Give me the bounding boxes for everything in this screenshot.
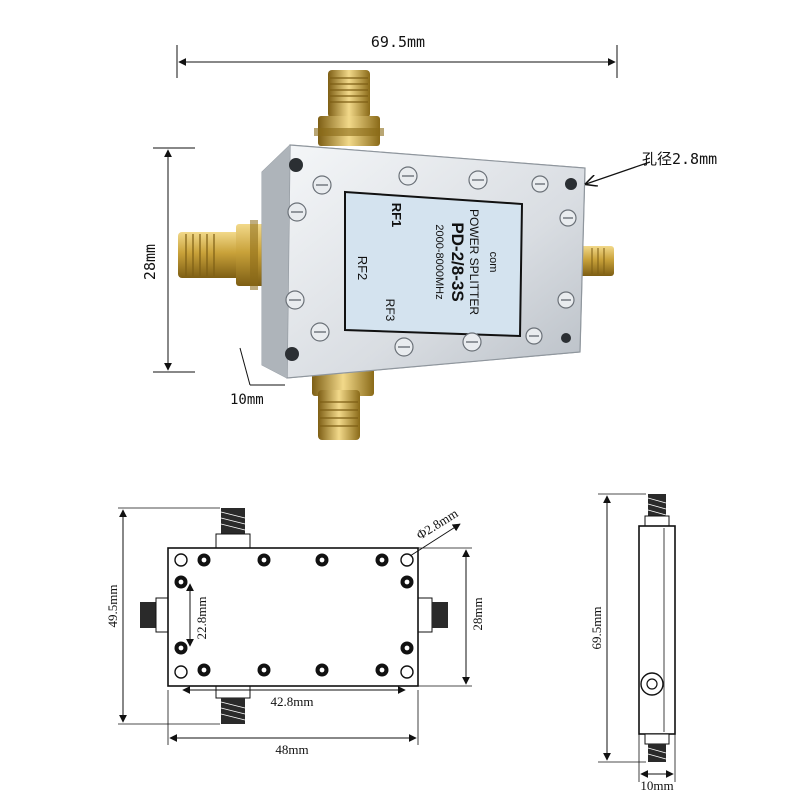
plate-freq: 2000-8000MHz [433,224,445,299]
top-view-connector-bottom [215,685,251,724]
plate-rf2: RF2 [355,256,370,281]
photo-label-plate: POWER SPLITTER PD-2/8-3S 2000-8000MHz co… [344,190,524,338]
top-view-hole-spacing-v-dimension: 22.8mm [186,583,209,647]
side-view-body [638,525,676,735]
top-view-hole-spacing-v-label: 22.8mm [194,597,209,640]
side-view: 69.5mm 10mm [589,493,676,793]
side-view-length-dimension: 69.5mm [589,493,646,763]
side-view-length-label: 69.5mm [589,607,604,650]
top-view: 49.5mm 22.8mm 28mm 42.8mm 48mm [105,505,485,757]
top-view-body [167,547,419,687]
photo-connector-bottom [312,366,374,440]
top-view-connector-right [417,597,448,633]
top-view-outer-height-dimension: 49.5mm [105,507,220,725]
photo-height-label: 28mm [141,244,159,280]
top-view-hole-diameter-label: Φ2.8mm [414,505,461,542]
side-view-port [640,672,664,696]
photo-connector-top [314,70,384,146]
plate-rf3: RF3 [383,299,397,322]
side-view-thickness-label: 10mm [640,778,673,793]
photo-connector-right [578,246,614,276]
top-view-connector-left [140,597,171,633]
photo-width-label: 69.5mm [371,33,425,51]
photo-width-dimension: 69.5mm [176,33,618,78]
side-view-connector-bottom [644,733,670,762]
photo-view: 69.5mm 28mm 10mm [141,33,717,440]
side-view-connector-top [644,494,670,527]
photo-depth-dimension: 10mm [230,347,285,408]
top-view-body-width-dimension: 48mm [167,690,419,757]
top-view-hole-spacing-h-label: 42.8mm [271,694,314,709]
photo-height-dimension: 28mm [141,147,195,373]
photo-hole-annotation: 孔径2.8mm [586,150,717,184]
photo-depth-label: 10mm [230,392,264,408]
plate-rf1: RF1 [389,203,404,228]
top-view-hole-spacing-h-dimension: 42.8mm [182,686,406,709]
top-view-body-height-label: 28mm [470,597,485,630]
plate-model: PD-2/8-3S [448,222,467,301]
plate-brand: com [487,252,499,273]
photo-hole-label: 孔径2.8mm [642,150,717,168]
top-view-holes [174,553,414,679]
top-view-connector-top [215,508,251,549]
side-view-thickness-dimension: 10mm [638,734,676,793]
top-view-body-width-label: 48mm [275,742,308,757]
photo-mounting-holes [285,158,577,361]
plate-line1: POWER SPLITTER [467,209,481,315]
top-view-outer-height-label: 49.5mm [105,585,120,628]
top-view-body-height-dimension: 28mm [418,547,485,687]
